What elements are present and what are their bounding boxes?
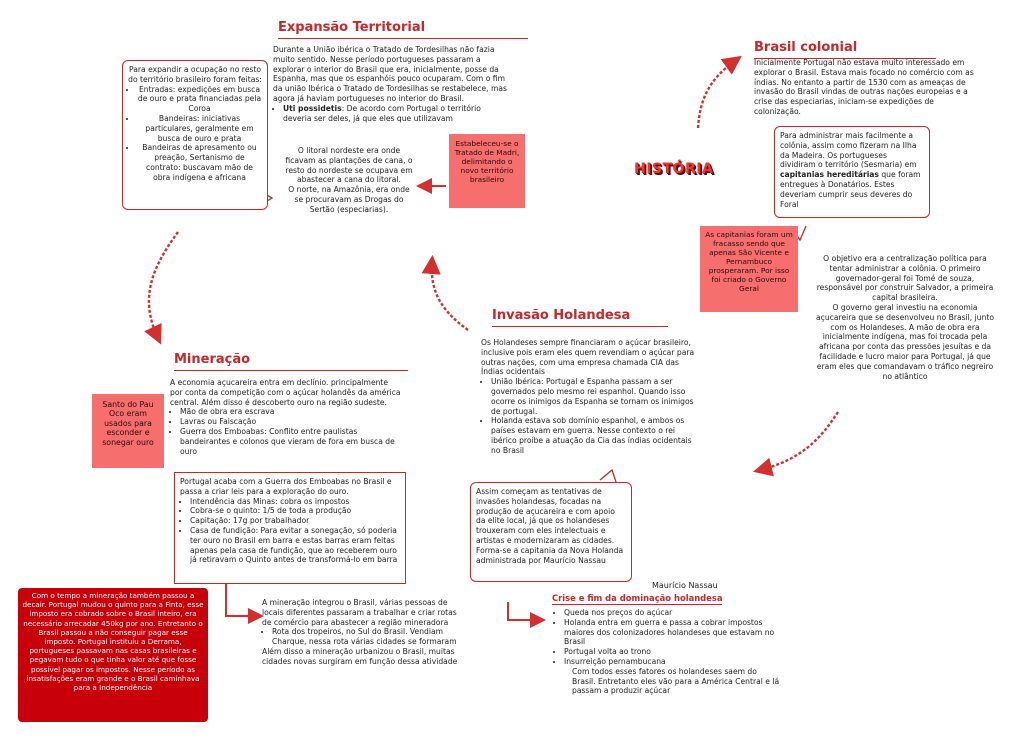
crise-underline (552, 604, 722, 605)
mineracao-box-item: Cobra-se o quinto: 1/5 de toda a produçã… (190, 506, 400, 516)
mineracao-box: Portugal acaba com a Guerra dos Emboabas… (174, 472, 406, 584)
expansao-bullet: Uti possidetis: De acordo com Portugal o… (283, 104, 509, 124)
main-title: HISTÓRIA (634, 161, 714, 177)
invasao-block: Os Holandeses sempre financiaram o açúca… (481, 338, 699, 456)
colonial-intro: Inicialmente Portugal não estava muito i… (754, 58, 974, 116)
mineracao-block: A economia açucareira entra em declínio.… (170, 378, 402, 456)
uti-possidetis-text: : De acordo com Portugal o território de… (283, 103, 481, 123)
invasao-item: União Ibérica: Portugal e Espanha passam… (491, 377, 699, 416)
expansao-intro-block: Durante a União ibérica o Tratado de Tor… (273, 45, 509, 123)
nassau-box: Assim começam as tentativas de invasões … (470, 482, 632, 582)
governo-block: O objetivo era a centralização política … (812, 254, 998, 381)
mineracao-item: Guerra dos Emboabas: Conflito entre paul… (180, 427, 402, 456)
mineracao-intro: A economia açucareira entra em declínio.… (170, 378, 401, 407)
mineracao-box-list: Intendência das Minas: cobra os impostos… (180, 497, 400, 566)
governo-geral-2: O governo geral investiu na economia açu… (816, 302, 994, 381)
box-tail-nassau (599, 468, 617, 483)
integrou-end: Além disso a mineração urbanizou o Brasi… (262, 646, 458, 666)
crise-end: Com todos esses fatores os holandeses sa… (572, 666, 780, 696)
mineracao-list: Mão de obra era escrava Lavras ou Faisca… (170, 407, 402, 456)
madri-note: Estabeleceu-se o Tratado de Madri, delim… (449, 134, 525, 208)
colonial-box-text-b: que foram entregues à Donatários. Estes … (780, 170, 921, 209)
governo-geral-1: O objetivo era a centralização política … (816, 254, 994, 303)
arrow-colonial-to-invasao (753, 411, 840, 477)
mineracao-item: Mão de obra era escrava (180, 407, 402, 417)
integrou-item: Rota dos tropeiros, no Sul do Brasil. Ve… (272, 627, 458, 647)
capitanias-term: capitanias hereditárias (780, 170, 879, 180)
expansao-litoral-block: O litoral nordeste era onde ficavam as p… (285, 146, 413, 215)
expansao-box-item: Entradas: expedições em busca de ouro e … (137, 85, 262, 114)
crise-block: Queda nos preços do açúcar Holanda entra… (554, 608, 780, 696)
heading-underline (492, 326, 668, 327)
expansao-bullets: Uti possidetis: De acordo com Portugal o… (273, 104, 509, 124)
crise-item: Queda nos preços do açúcar (564, 608, 780, 618)
colonial-box-text-a: Para administrar mais facilmente a colôn… (780, 131, 917, 170)
derrama-note: Com o tempo a mineração também passou a … (18, 588, 208, 722)
expansao-box-item: Bandeiras de apresamento ou preação, Ser… (137, 143, 262, 182)
expansao-box: Para expandir a ocupação no resto do ter… (122, 60, 268, 210)
pau-oco-note: Santo do Pau Oco eram usados para escond… (92, 394, 164, 468)
integrou-intro: A mineração integrou o Brasil, várias pe… (262, 598, 457, 627)
arrow-box-to-integrou (225, 584, 264, 624)
mineracao-heading-text: Mineração (174, 352, 251, 367)
arrow-invasao-to-expansao (421, 254, 469, 331)
mineracao-heading: Mineração (174, 352, 408, 371)
heading-underline (278, 38, 528, 39)
colonial-heading: Brasil colonial (754, 40, 936, 59)
integrou-list: Rota dos tropeiros, no Sul do Brasil. Ve… (262, 627, 458, 647)
mineracao-box-item: Casa de fundição: Para evitar a sonegaçã… (190, 526, 400, 565)
expansao-norte: O norte, na Amazônia, era onde se procur… (288, 185, 410, 214)
expansao-heading-text: Expansão Territorial (278, 20, 426, 35)
crise-item: Portugal volta ao trono (564, 647, 780, 657)
expansao-intro: Durante a União ibérica o Tratado de Tor… (273, 45, 508, 103)
arrow-nassau-to-crise (507, 602, 546, 628)
uti-possidetis-term: Uti possidetis (283, 103, 342, 113)
mineracao-box-item: Intendência das Minas: cobra os impostos (190, 497, 400, 507)
expansao-box-intro: Para expandir a ocupação no resto do ter… (128, 65, 262, 84)
crise-item: Holanda entra em guerra e passa a cobrar… (564, 618, 780, 647)
colonial-heading-text: Brasil colonial (754, 40, 858, 55)
expansao-box-item: Bandeiras: iniciativas particulares, ger… (137, 114, 262, 143)
crise-heading: Crise e fim da dominação holandesa (552, 593, 723, 603)
invasao-item: Holanda estava sob domínio espanhol, e a… (491, 416, 699, 455)
heading-underline (754, 58, 936, 59)
crise-item: Insurreição pernambucana (564, 657, 780, 667)
invasao-intro: Os Holandeses sempre financiaram o açúca… (481, 338, 695, 377)
capitanias-note: As capitanias foram um fracasso sendo qu… (700, 226, 798, 312)
expansao-box-list: Entradas: expedições em busca de ouro e … (128, 85, 262, 183)
expansao-heading: Expansão Territorial (278, 20, 528, 39)
invasao-heading-text: Invasão Holandesa (492, 308, 631, 323)
integrou-block: A mineração integrou o Brasil, várias pe… (262, 598, 458, 667)
arrow-center-to-colonial (696, 55, 742, 129)
colonial-box: Para administrar mais facilmente a colôn… (774, 126, 930, 218)
invasao-list: União Ibérica: Portugal e Espanha passam… (481, 377, 699, 455)
mineracao-item: Lavras ou Faiscação (180, 417, 402, 427)
mineracao-box-intro: Portugal acaba com a Guerra dos Emboabas… (180, 477, 392, 496)
crise-list: Queda nos preços do açúcar Holanda entra… (554, 608, 780, 667)
expansao-litoral: O litoral nordeste era onde ficavam as p… (285, 146, 413, 185)
mineracao-box-item: Capitação: 17g por trabalhador (190, 516, 400, 526)
heading-underline (174, 370, 408, 371)
invasao-heading: Invasão Holandesa (492, 308, 668, 327)
nassau-label: Maurício Nassau (652, 581, 718, 590)
arrow-expansao-to-mineracao (144, 231, 179, 345)
